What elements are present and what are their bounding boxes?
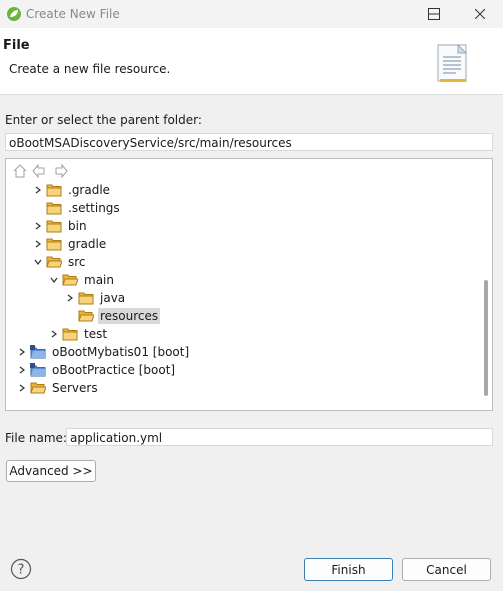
chevron-down-icon[interactable] <box>32 253 44 271</box>
tree-row[interactable]: resources <box>64 307 161 325</box>
project-folder-icon <box>30 363 46 377</box>
forward-icon[interactable] <box>52 163 68 179</box>
tree-row-label[interactable]: oBootMybatis01 [boot] <box>52 345 190 359</box>
tree-row[interactable]: main <box>48 271 116 289</box>
tree-row-label[interactable]: test <box>84 327 108 341</box>
chevron-right-icon[interactable] <box>48 325 60 343</box>
chevron-down-icon[interactable] <box>48 271 60 289</box>
spring-leaf-icon <box>7 7 21 21</box>
maximize-button[interactable] <box>428 8 440 20</box>
minimize-button[interactable] <box>411 0 457 28</box>
tree-toolbar <box>12 163 68 179</box>
folder-open-icon <box>30 382 46 394</box>
file-document-icon <box>437 43 468 82</box>
tree-row-label[interactable]: bin <box>68 219 87 233</box>
header-title: File <box>3 38 30 53</box>
back-icon[interactable] <box>32 163 48 179</box>
tree-row-label[interactable]: .settings <box>68 201 120 215</box>
tree-row[interactable]: test <box>48 325 109 343</box>
tree-row[interactable]: .settings <box>32 199 122 217</box>
tree-row-label[interactable]: resources <box>98 308 161 324</box>
tree-row-label[interactable]: .gradle <box>68 183 111 197</box>
folder-icon <box>62 328 78 341</box>
cancel-button[interactable]: Cancel <box>402 558 491 581</box>
tree-row[interactable]: oBootMybatis01 [boot] <box>16 343 191 361</box>
folder-icon <box>46 238 62 251</box>
twisty-spacer <box>32 199 44 217</box>
window-title: Create New File <box>26 7 120 21</box>
twisty-spacer <box>64 307 76 325</box>
chevron-right-icon[interactable] <box>32 181 44 199</box>
folder-icon <box>46 184 62 197</box>
close-button[interactable] <box>457 0 503 28</box>
chevron-right-icon[interactable] <box>16 361 28 379</box>
tree-row[interactable]: oBootPractice [boot] <box>16 361 177 379</box>
filename-input[interactable]: application.yml <box>66 428 493 446</box>
minimize-icon <box>429 13 439 15</box>
home-icon[interactable] <box>12 163 28 179</box>
finish-button[interactable]: Finish <box>304 558 393 581</box>
chevron-right-icon[interactable] <box>64 289 76 307</box>
chevron-right-icon[interactable] <box>16 343 28 361</box>
tree-row[interactable]: .gradle <box>32 181 112 199</box>
tree-row-label[interactable]: main <box>84 273 114 287</box>
tree-row-label[interactable]: java <box>100 291 126 305</box>
chevron-right-icon[interactable] <box>32 235 44 253</box>
close-icon <box>475 9 485 19</box>
folder-icon <box>46 202 62 215</box>
tree-row-label[interactable]: oBootPractice [boot] <box>52 363 176 377</box>
tree-row-label[interactable]: Servers <box>52 381 98 395</box>
project-folder-icon <box>30 345 46 359</box>
folder-open-icon <box>78 310 94 322</box>
chevron-right-icon[interactable] <box>16 379 28 397</box>
title-bar: Create New File <box>0 0 503 28</box>
filename-label: File name: <box>5 431 67 445</box>
svg-text:?: ? <box>18 563 25 578</box>
folder-open-icon <box>62 274 78 286</box>
parent-folder-input[interactable]: oBootMSADiscoveryService/src/main/resour… <box>5 133 493 151</box>
tree-row[interactable]: java <box>64 289 127 307</box>
header-description: Create a new file resource. <box>9 62 171 76</box>
tree-row-label[interactable]: src <box>68 255 86 269</box>
help-icon[interactable]: ? <box>10 558 32 580</box>
parent-folder-label: Enter or select the parent folder: <box>5 113 202 127</box>
tree-scrollbar[interactable] <box>484 280 488 396</box>
tree-row[interactable]: gradle <box>32 235 108 253</box>
advanced-button[interactable]: Advanced >> <box>6 460 96 482</box>
tree-row[interactable]: src <box>32 253 88 271</box>
folder-open-icon <box>46 256 62 268</box>
tree-row[interactable]: bin <box>32 217 89 235</box>
tree-row-label[interactable]: gradle <box>68 237 107 251</box>
folder-icon <box>78 292 94 305</box>
folder-tree[interactable]: .gradle .settings bin gradle src main java reso… <box>5 158 493 411</box>
folder-icon <box>46 220 62 233</box>
tree-row[interactable]: Servers <box>16 379 100 397</box>
chevron-right-icon[interactable] <box>32 217 44 235</box>
dialog-header: File Create a new file resource. <box>0 28 503 95</box>
